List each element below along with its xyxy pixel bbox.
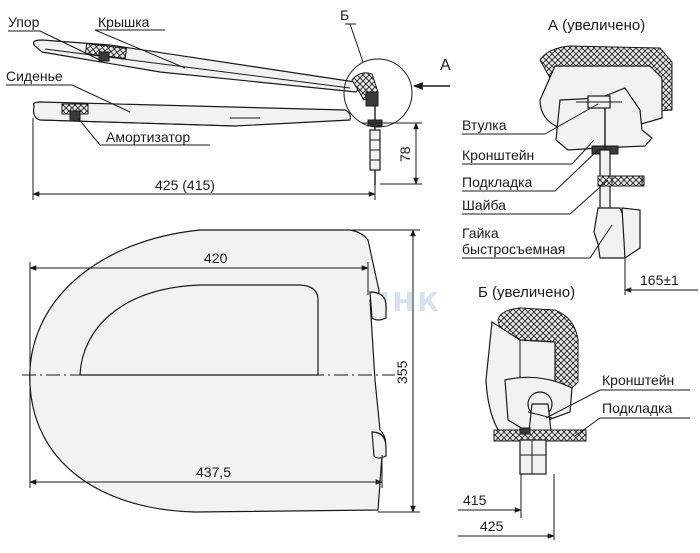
heading-view-a: А (увеличено)	[548, 17, 645, 34]
dim-side-height: 78	[397, 146, 413, 162]
top-view	[22, 229, 420, 513]
label-bracket: Кронштейн	[462, 147, 534, 163]
seat-opening	[79, 284, 319, 376]
label-shock-absorber: Амортизатор	[106, 129, 190, 145]
label-bracket-b: Кронштейн	[602, 372, 674, 388]
detail-b	[458, 307, 690, 540]
lid-shape	[32, 39, 360, 93]
dim-inner-width: 420	[204, 250, 228, 266]
dim-depth: 355	[394, 360, 410, 384]
seat-shape	[33, 101, 352, 127]
label-a-marker: А	[440, 57, 451, 74]
label-bushing: Втулка	[462, 117, 507, 133]
label-b-marker: Б	[340, 7, 349, 23]
dim-outer-width: 437,5	[196, 464, 231, 480]
label-stop: Упор	[8, 14, 40, 30]
label-gasket: Подкладка	[462, 174, 533, 190]
label-gasket-b: Подкладка	[602, 400, 673, 416]
heading-view-b: Б (увеличено)	[478, 284, 575, 301]
label-washer: Шайба	[462, 197, 506, 213]
label-quick-nut-2: быстросъемная	[462, 241, 565, 257]
dim-detail-b-415: 415	[463, 492, 487, 508]
label-seat: Сиденье	[6, 68, 63, 84]
label-quick-nut-1: Гайка	[462, 225, 499, 241]
detail-a	[462, 45, 698, 295]
dim-detail-b-425: 425	[480, 518, 504, 534]
side-view: 78 425 (415)	[6, 23, 450, 200]
detail-b-circle	[343, 58, 413, 128]
dim-detail-a-offset: 165±1	[640, 272, 679, 288]
label-lid: Крышка	[98, 14, 150, 30]
dim-side-length: 425 (415)	[155, 177, 215, 193]
